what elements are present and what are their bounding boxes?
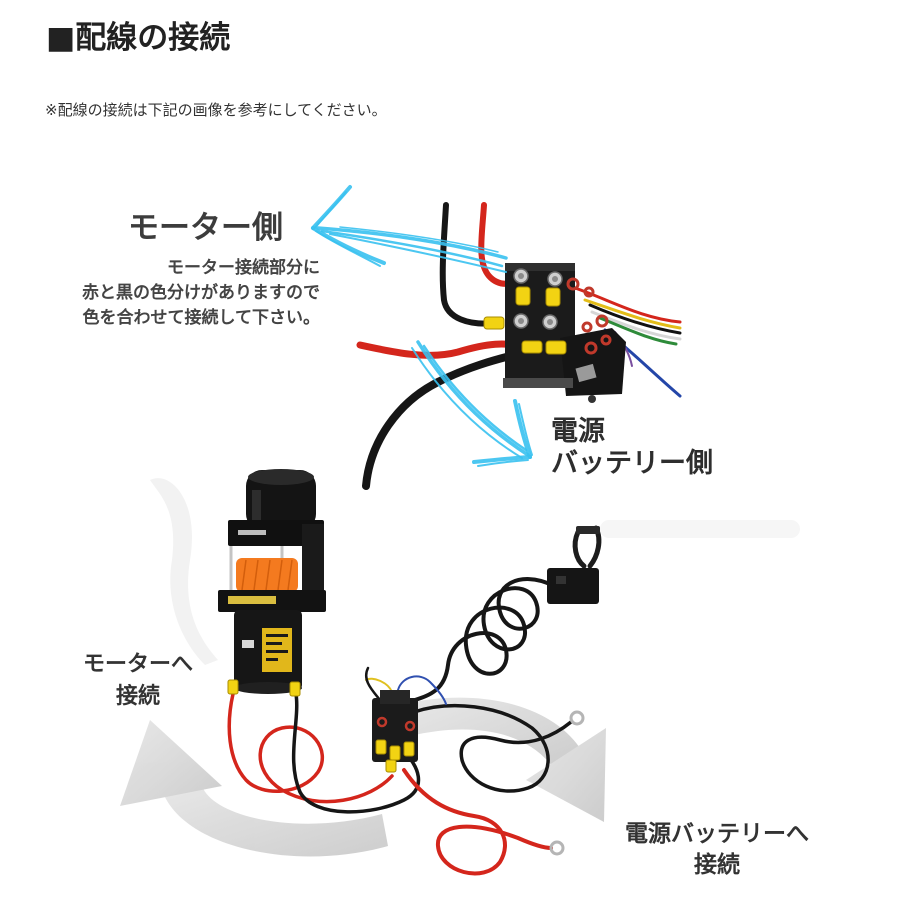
contactor-photo [356, 202, 682, 490]
contactor-cover [560, 328, 626, 396]
rope-drum [236, 558, 298, 592]
blue-arrow-to-battery [411, 340, 533, 467]
winch [218, 469, 326, 697]
coiled-remote-cable [413, 577, 554, 702]
contactor-top-face [505, 263, 575, 271]
switch-button [556, 576, 566, 584]
warning-label-marks [266, 634, 288, 661]
winch-kit-photo [120, 469, 800, 876]
controller [372, 690, 418, 773]
black-wire-motor [439, 202, 500, 327]
mounting-bracket [503, 378, 573, 388]
page-title: ■配線の接続 [46, 20, 231, 56]
black-wire-battery [362, 350, 522, 490]
grey-arrow-to-motor [120, 720, 388, 857]
motor-end-cap [246, 470, 316, 530]
to-battery-line-2: 接続 [694, 852, 740, 878]
black-wire-winch-motor [291, 692, 421, 814]
controller-red-terminals [376, 716, 416, 732]
ring-terminal-black [569, 710, 585, 726]
motor-side-description: モーター接続部分に 赤と黒の色分けがありますので 色を合わせて接続して下さい。 [40, 256, 320, 331]
yellow-crimp-terminals [483, 286, 567, 355]
bracket-tab [588, 395, 596, 403]
black-signal-wire [364, 666, 382, 702]
red-wire-battery [356, 340, 530, 359]
to-motor-label: モーターへ 接続 [68, 649, 208, 713]
cover-sticker [575, 363, 597, 383]
red-wire-to-battery [402, 768, 553, 876]
terminal-studs [513, 268, 563, 330]
controller-top [380, 690, 410, 704]
motor-terminal-left [227, 679, 239, 695]
battery-side-line-1: 電源 [551, 416, 605, 447]
gearbox-plate [228, 520, 324, 546]
ring-terminal-red [549, 840, 565, 856]
grey-arrow-to-battery [404, 697, 606, 822]
switch-box [547, 568, 599, 604]
motor-side-heading: モーター側 [128, 210, 283, 246]
end-cap-highlight [252, 490, 261, 522]
end-plate-label [228, 596, 276, 604]
controller-yellow-terminals [375, 739, 415, 773]
rope-strands [241, 559, 293, 591]
to-battery-line-1: 電源バッテリーへ [625, 821, 809, 847]
side-bracket [302, 524, 324, 608]
plate-label [238, 530, 266, 535]
clamp-bolt [576, 526, 600, 534]
battery-side-label: 電源 バッテリー側 [551, 416, 713, 480]
to-motor-line-2: 接続 [115, 684, 160, 709]
white-sticker [242, 640, 254, 648]
background-glow [150, 478, 218, 665]
motor-desc-line-3: 色を合わせて接続して下さい。 [82, 308, 321, 328]
remote-switch [547, 525, 602, 604]
red-ring-terminals [566, 277, 612, 355]
blue-arrow-to-motor [311, 185, 508, 273]
instruction-note: ※配線の接続は下記の画像を参考にしてください。 [45, 101, 387, 119]
black-wire-to-battery [412, 703, 573, 793]
motor-bottom-rim [234, 682, 302, 694]
battery-side-line-2: バッテリー側 [551, 448, 713, 479]
background-band [600, 520, 800, 538]
motor-desc-line-2: 赤と黒の色分けがありますので [82, 283, 320, 303]
to-motor-line-1: モーターへ [82, 652, 193, 677]
motor-terminal-right [289, 681, 301, 697]
blue-signal-wire [397, 675, 447, 705]
motor-desc-line-1: モーター接続部分に [167, 258, 320, 278]
red-wire-winch-motor [227, 692, 394, 804]
end-cap-top [248, 469, 314, 485]
to-battery-label: 電源バッテリーへ 接続 [607, 819, 827, 881]
